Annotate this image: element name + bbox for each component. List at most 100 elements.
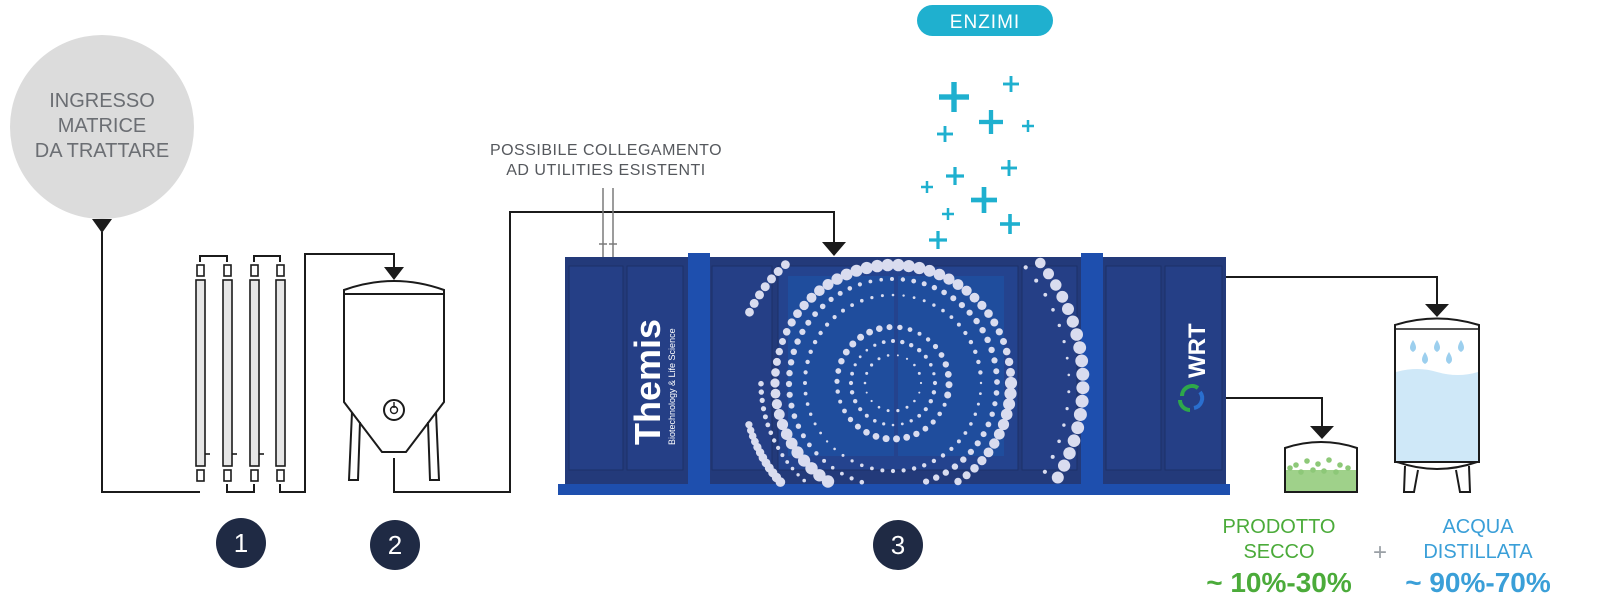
spiral-dot	[976, 402, 980, 406]
spiral-dot	[842, 408, 847, 414]
distilled-water-tank	[1394, 317, 1480, 493]
spiral-dot	[1043, 268, 1054, 280]
spiral-dot	[930, 419, 936, 425]
spiral-dot	[1067, 373, 1071, 377]
spiral-dot	[759, 397, 765, 403]
spiral-dot	[771, 368, 780, 377]
spiral-dot	[1067, 390, 1071, 394]
spiral-dot	[864, 413, 869, 418]
spiral-dot	[896, 409, 900, 413]
spiral-dot	[857, 333, 865, 341]
spiral-dot	[961, 285, 972, 296]
spiral-dot	[922, 463, 927, 468]
spiral-dot	[860, 463, 864, 468]
spiral-dot	[788, 402, 795, 409]
water-drop-icon	[1410, 340, 1416, 352]
plus-icon	[951, 82, 957, 112]
spiral-dot	[780, 428, 793, 441]
spiral-dot	[967, 448, 975, 455]
spiral-dot	[835, 368, 842, 374]
spiral-dot	[803, 370, 808, 375]
spiral-dot	[891, 423, 895, 427]
spiral-dot	[1062, 423, 1066, 427]
plus-icon	[1008, 214, 1012, 234]
spiral-dot	[776, 418, 789, 431]
flow-lines	[101, 188, 1449, 493]
spiral-dot	[793, 309, 802, 318]
spiral-dot	[865, 371, 869, 375]
spiral-dot	[1043, 292, 1048, 297]
spiral-dot	[1051, 471, 1064, 484]
spiral-dot	[907, 327, 913, 332]
spiral-dot	[808, 349, 813, 354]
spiral-dot	[1000, 338, 1007, 345]
spiral-dot	[1000, 408, 1013, 421]
spiral-dot	[833, 447, 836, 451]
spiral-dot	[812, 339, 818, 345]
spiral-dot	[911, 466, 917, 471]
spiral-dot	[997, 418, 1010, 431]
spiral-dot	[1057, 439, 1061, 444]
spiral-dot	[785, 437, 798, 450]
spiral-dot	[974, 440, 981, 447]
flow-line-filter-top-1	[199, 255, 228, 262]
spiral-dot	[940, 453, 946, 458]
spiral-dot	[1065, 407, 1069, 411]
spiral-dot	[960, 456, 967, 463]
spiral-dot	[922, 299, 926, 303]
spiral-dot	[922, 425, 929, 432]
spiral-dot	[1070, 328, 1083, 341]
spiral-dot	[805, 319, 812, 326]
spiral-dot	[838, 399, 843, 404]
spiral-dot	[768, 430, 774, 436]
spiral-dot	[1058, 459, 1071, 472]
spiral-dot	[949, 446, 954, 451]
spiral-dot	[892, 258, 905, 272]
spiral-dot	[943, 273, 955, 285]
spiral-dot	[762, 414, 768, 420]
spiral-dot	[950, 295, 957, 302]
spiral-dot	[838, 358, 845, 365]
spiral-dot	[853, 363, 857, 367]
spiral-dot	[919, 381, 923, 385]
spiral-dot	[830, 465, 835, 470]
spiral-dot	[977, 456, 987, 466]
spiral-dot	[805, 402, 810, 406]
spiral-dot	[932, 380, 938, 386]
input-label-line-2: MATRICE	[58, 115, 147, 137]
spiral-dot	[773, 267, 783, 276]
spiral-dot	[918, 391, 921, 394]
spiral-dot	[868, 279, 873, 284]
plus-icon	[981, 187, 987, 213]
spiral-dot	[921, 281, 927, 287]
spiral-dot	[1076, 381, 1090, 395]
spiral-dot	[794, 338, 801, 345]
spiral-dot	[780, 453, 785, 458]
spiral-dot	[966, 309, 973, 316]
spiral-dot	[931, 284, 938, 291]
spiral-dot	[1073, 408, 1087, 421]
spiral-dot	[822, 458, 827, 463]
spiral-dot	[969, 292, 980, 303]
spiral-dot	[767, 274, 776, 284]
step-2-number: 2	[388, 530, 402, 560]
arrow-down-icon	[822, 242, 846, 256]
dry-product-range: ~ 10%-30%	[1206, 567, 1352, 598]
enzymes-badge: ENZIMI	[917, 5, 1053, 36]
spiral-dot	[931, 390, 937, 395]
enzyme-plus-signs	[921, 76, 1034, 249]
spiral-dot	[860, 261, 873, 275]
spiral-dot	[905, 357, 909, 360]
spiral-dot	[812, 311, 818, 317]
spiral-dot	[850, 303, 854, 307]
spiral-dot	[944, 371, 952, 378]
spiral-dot	[863, 429, 870, 436]
distilled-water-label-line-1: ACQUA	[1442, 516, 1514, 538]
filter-column-4	[275, 264, 286, 482]
spiral-dot	[890, 468, 896, 474]
spiral-dot	[952, 279, 964, 290]
spiral-dot	[840, 268, 853, 281]
spiral-dot	[968, 339, 974, 345]
spiral-dot	[973, 349, 978, 354]
spiral-dot	[841, 308, 845, 313]
